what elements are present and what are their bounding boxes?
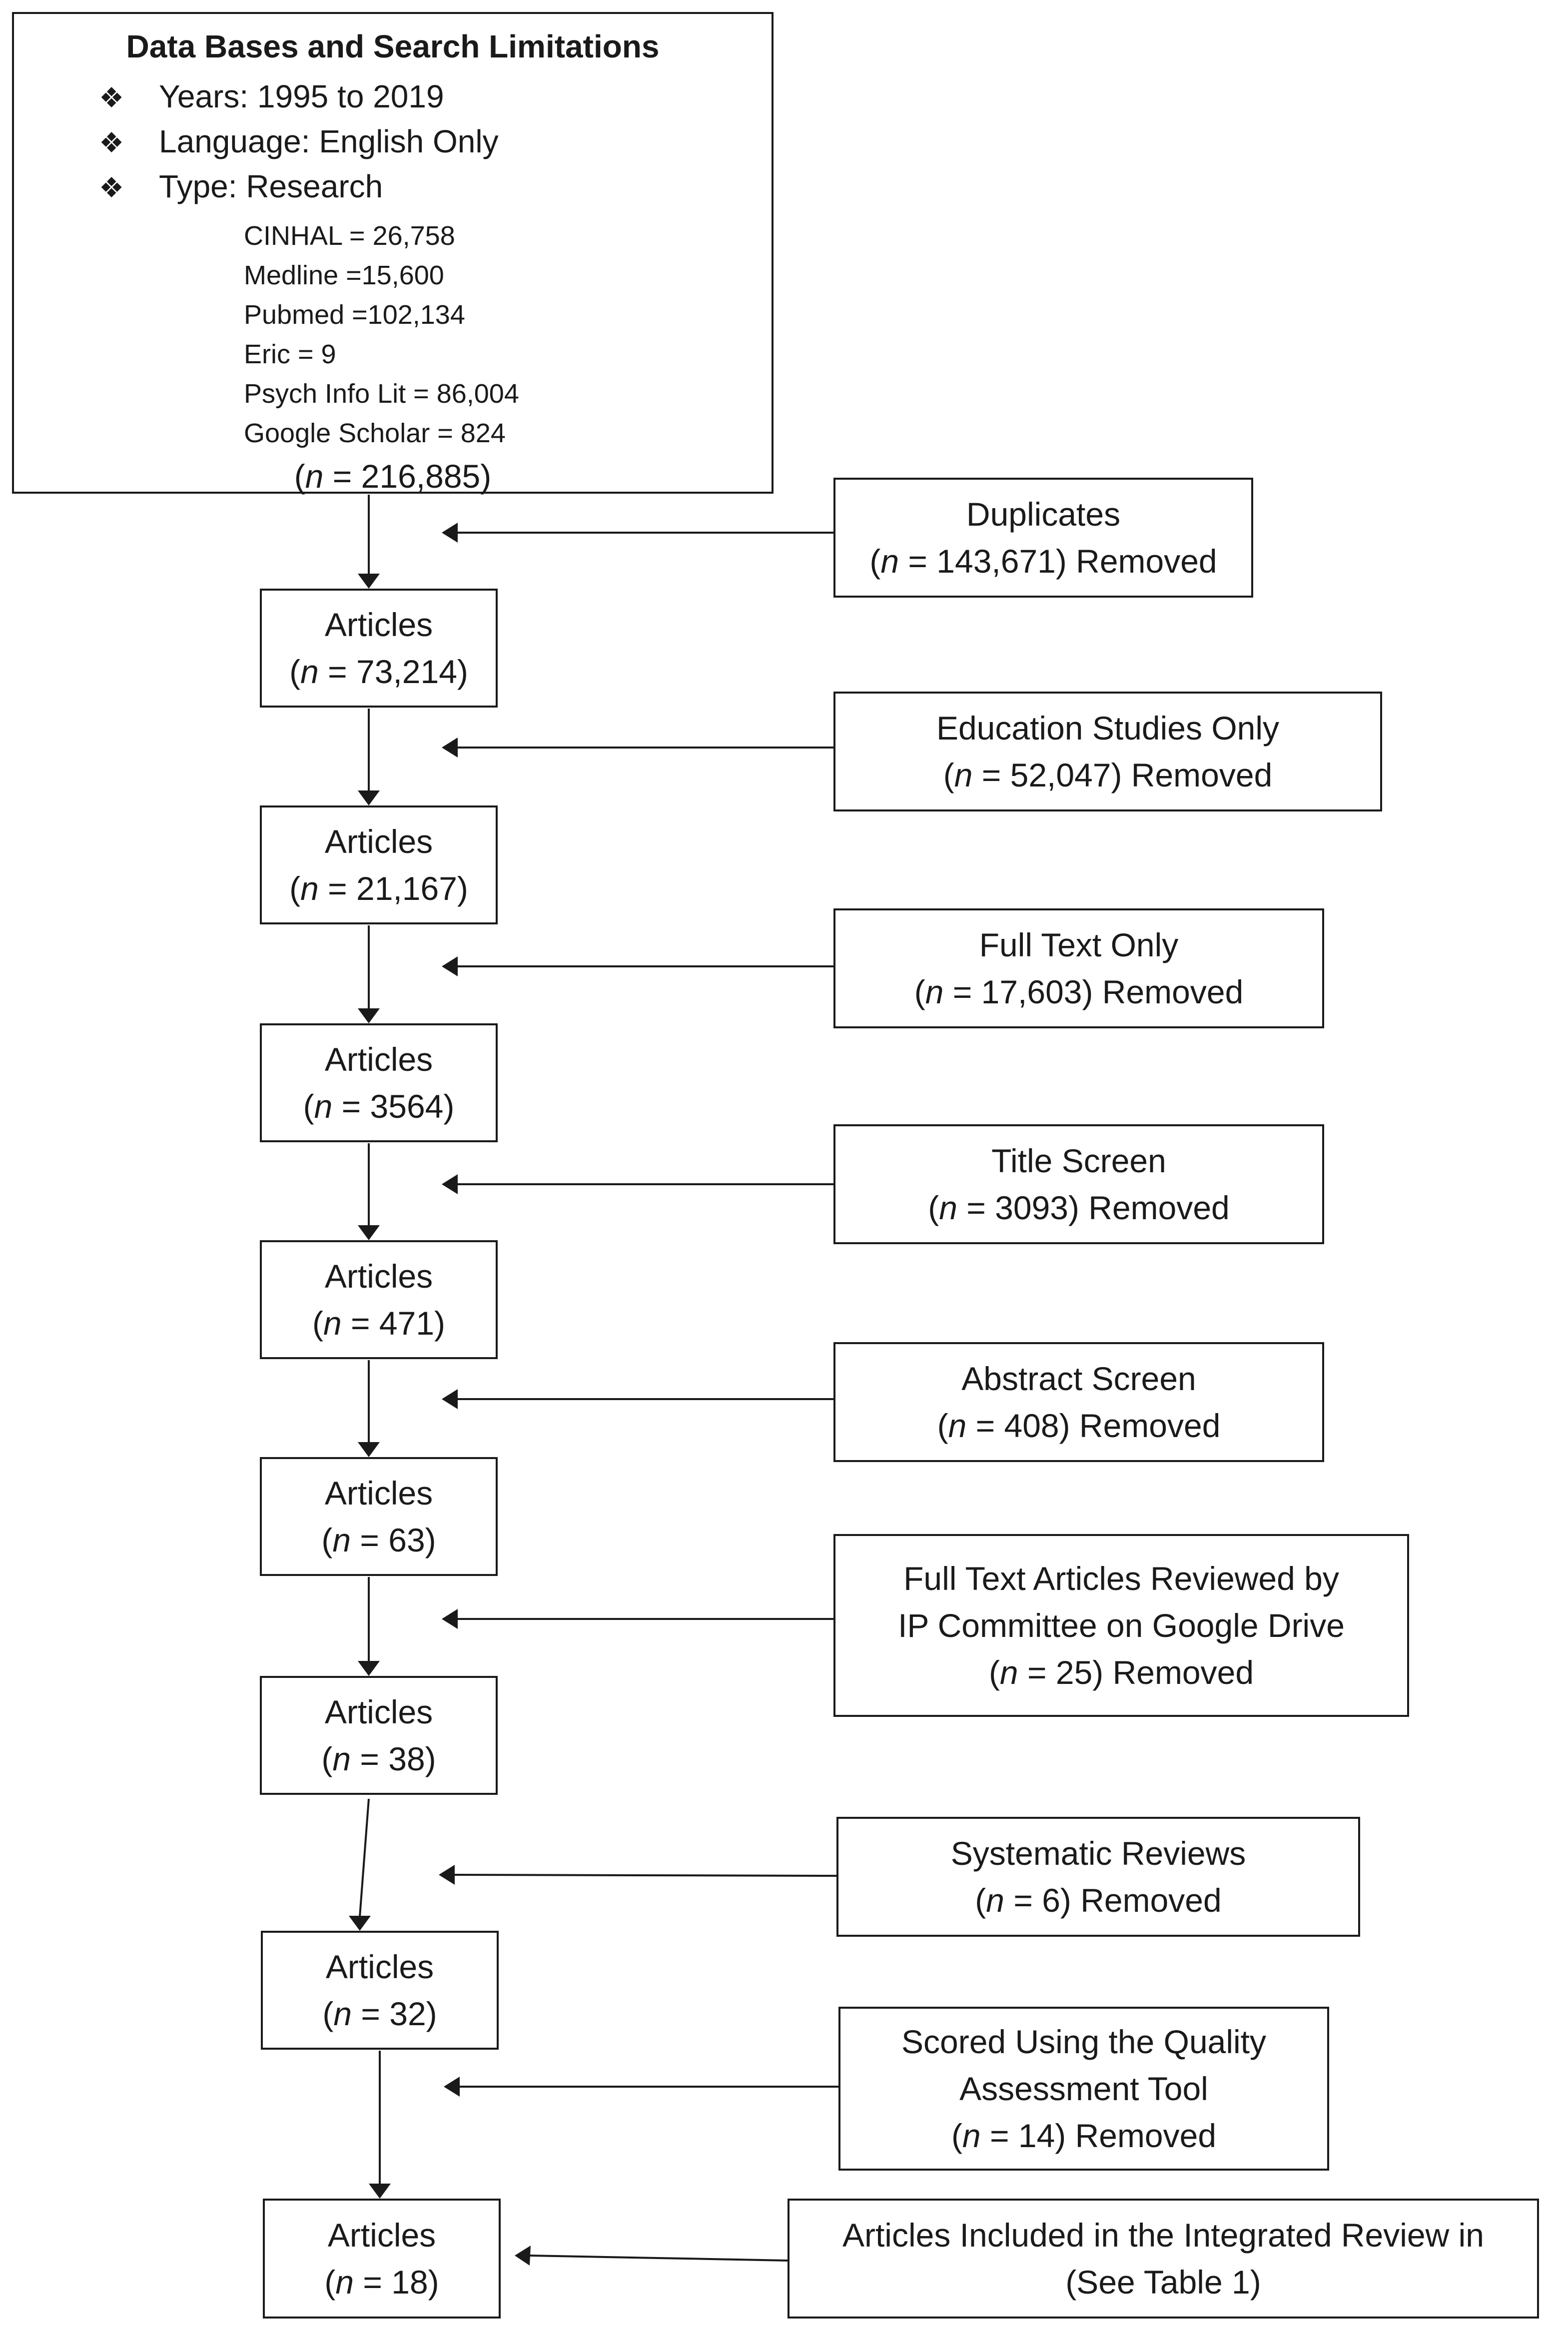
- articles-count: (n = 18): [324, 2264, 439, 2301]
- articles-label: Articles: [324, 823, 433, 860]
- arrowhead-icon: [358, 1008, 380, 1023]
- removal-count: (n = 3093) Removed: [928, 1189, 1230, 1226]
- articles-box-3: Articles (n = 3564): [260, 1023, 498, 1142]
- articles-count: (n = 471): [312, 1305, 446, 1342]
- database-search-box: Data Bases and Search Limitations ❖ Years…: [12, 12, 774, 495]
- removal-box-abstract-screen: Abstract Screen (n = 408) Removed: [833, 1342, 1324, 1462]
- arrowhead-icon: [442, 523, 458, 543]
- arrowhead-icon: [442, 1609, 458, 1629]
- criterion-type: ❖ Type: Research: [99, 164, 499, 209]
- diamond-bullet-icon: ❖: [99, 127, 124, 158]
- removal-count: (n = 6) Removed: [975, 1882, 1222, 1919]
- removal-box-duplicates: Duplicates (n = 143,671) Removed: [833, 478, 1253, 598]
- articles-label: Articles: [324, 1693, 433, 1730]
- articles-label: Articles: [324, 1475, 433, 1512]
- removal-box-quality-assessment: Scored Using the Quality Assessment Tool…: [838, 2007, 1329, 2171]
- articles-label: Articles: [324, 1258, 433, 1295]
- removal-box-ip-committee: Full Text Articles Reviewed by IP Commit…: [833, 1534, 1409, 1717]
- removal-box-systematic-reviews: Systematic Reviews (n = 6) Removed: [836, 1817, 1360, 1937]
- search-criteria-list: ❖ Years: 1995 to 2019 ❖ Language: English …: [99, 74, 499, 209]
- articles-label: Articles: [327, 2217, 436, 2254]
- database-source: Pubmed =102,134: [244, 300, 465, 330]
- arrowhead-icon: [515, 2246, 531, 2266]
- articles-label: Articles: [324, 1041, 433, 1078]
- final-included-box: Articles Included in the Integrated Revi…: [787, 2199, 1539, 2319]
- articles-label: Articles: [324, 606, 433, 643]
- arrowhead-icon: [444, 2077, 460, 2097]
- arrowhead-icon: [349, 1916, 371, 1931]
- articles-count: (n = 73,214): [289, 653, 468, 690]
- removal-label: Duplicates: [966, 496, 1121, 533]
- removal-label: Abstract Screen: [961, 1360, 1196, 1397]
- arrowhead-icon: [442, 1174, 458, 1194]
- removal-label: Education Studies Only: [936, 710, 1280, 747]
- database-total-count: (n = 216,885): [294, 458, 492, 495]
- removal-count: (n = 52,047) Removed: [943, 757, 1273, 793]
- diamond-bullet-icon: ❖: [99, 82, 124, 113]
- arrowhead-icon: [442, 1389, 458, 1409]
- criterion-language: ❖ Language: English Only: [99, 119, 499, 164]
- articles-count: (n = 32): [322, 1995, 437, 2032]
- articles-box-4: Articles (n = 471): [260, 1240, 498, 1359]
- final-included-label: Articles Included in the Integrated Revi…: [842, 2217, 1485, 2254]
- removal-count: (n = 17,603) Removed: [914, 973, 1244, 1010]
- criterion-text: Years: 1995 to 2019: [159, 78, 444, 114]
- database-source: Psych Info Lit = 86,004: [244, 379, 519, 409]
- removal-label: Assessment Tool: [959, 2070, 1208, 2107]
- removal-label: Full Text Articles Reviewed by: [903, 1560, 1339, 1597]
- diamond-bullet-icon: ❖: [99, 172, 124, 203]
- database-source-list: CINHAL = 26,758 Medline =15,600 Pubmed =…: [244, 216, 519, 453]
- database-source: CINHAL = 26,758: [244, 221, 455, 251]
- articles-count: (n = 21,167): [289, 870, 468, 907]
- removal-arrow-left: [454, 1874, 837, 1877]
- final-table-reference: (See Table 1): [1065, 2264, 1261, 2301]
- removal-count: (n = 143,671) Removed: [869, 543, 1217, 580]
- arrowhead-icon: [358, 1661, 380, 1676]
- removal-count: (n = 25) Removed: [988, 1654, 1254, 1691]
- articles-count: (n = 38): [321, 1740, 436, 1777]
- removal-label: Systematic Reviews: [950, 1835, 1246, 1872]
- articles-count: (n = 3564): [303, 1088, 455, 1125]
- articles-box-6: Articles (n = 38): [260, 1676, 498, 1795]
- database-source: Medline =15,600: [244, 260, 444, 290]
- database-source: Eric = 9: [244, 339, 336, 369]
- removal-count: (n = 14) Removed: [951, 2117, 1217, 2154]
- criterion-text: Language: English Only: [159, 123, 499, 159]
- removal-label: Full Text Only: [979, 926, 1179, 963]
- removal-label: Scored Using the Quality: [901, 2023, 1267, 2060]
- arrowhead-icon: [358, 574, 380, 589]
- articles-box-2: Articles (n = 21,167): [260, 805, 498, 924]
- articles-box-1: Articles (n = 73,214): [260, 589, 498, 708]
- articles-box-7: Articles (n = 32): [261, 1931, 499, 2050]
- arrowhead-icon: [439, 1865, 455, 1885]
- arrowhead-icon: [442, 738, 458, 758]
- database-source: Google Scholar = 824: [244, 418, 506, 448]
- arrowhead-icon: [369, 2184, 391, 2199]
- articles-label: Articles: [325, 1948, 434, 1985]
- removal-label: Title Screen: [991, 1142, 1166, 1179]
- removal-count: (n = 408) Removed: [937, 1407, 1221, 1444]
- removal-box-full-text: Full Text Only (n = 17,603) Removed: [833, 908, 1324, 1028]
- removal-box-education: Education Studies Only (n = 52,047) Remo…: [833, 692, 1382, 811]
- articles-box-5: Articles (n = 63): [260, 1457, 498, 1576]
- arrowhead-icon: [358, 1225, 380, 1240]
- criterion-text: Type: Research: [159, 168, 383, 204]
- arrowhead-icon: [358, 790, 380, 805]
- articles-box-final: Articles (n = 18): [263, 2199, 501, 2319]
- articles-count: (n = 63): [321, 1522, 436, 1558]
- removal-label: IP Committee on Google Drive: [898, 1607, 1345, 1644]
- included-arrow-left: [529, 2255, 788, 2262]
- database-search-title: Data Bases and Search Limitations: [126, 28, 660, 64]
- arrowhead-icon: [358, 1442, 380, 1457]
- arrowhead-icon: [442, 956, 458, 976]
- removal-box-title-screen: Title Screen (n = 3093) Removed: [833, 1124, 1324, 1244]
- flow-arrow-down: [359, 1798, 370, 1917]
- criterion-years: ❖ Years: 1995 to 2019: [99, 74, 499, 119]
